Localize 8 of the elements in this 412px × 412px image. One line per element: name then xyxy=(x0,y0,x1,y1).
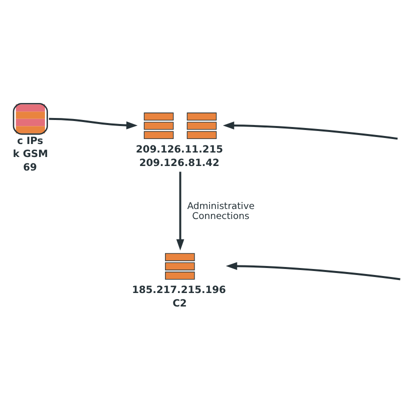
node-label: 209.126.11.215 xyxy=(136,144,224,156)
node-label: k GSM xyxy=(12,148,48,160)
node-label: c IPs xyxy=(17,135,44,146)
node-label: 185.217.215.196 xyxy=(132,284,226,296)
node-label: C2 xyxy=(172,298,187,309)
node-label: 209.126.81.42 xyxy=(139,157,220,168)
edge-label: Administrative Connections xyxy=(187,200,255,222)
node-label: 69 xyxy=(23,162,37,173)
